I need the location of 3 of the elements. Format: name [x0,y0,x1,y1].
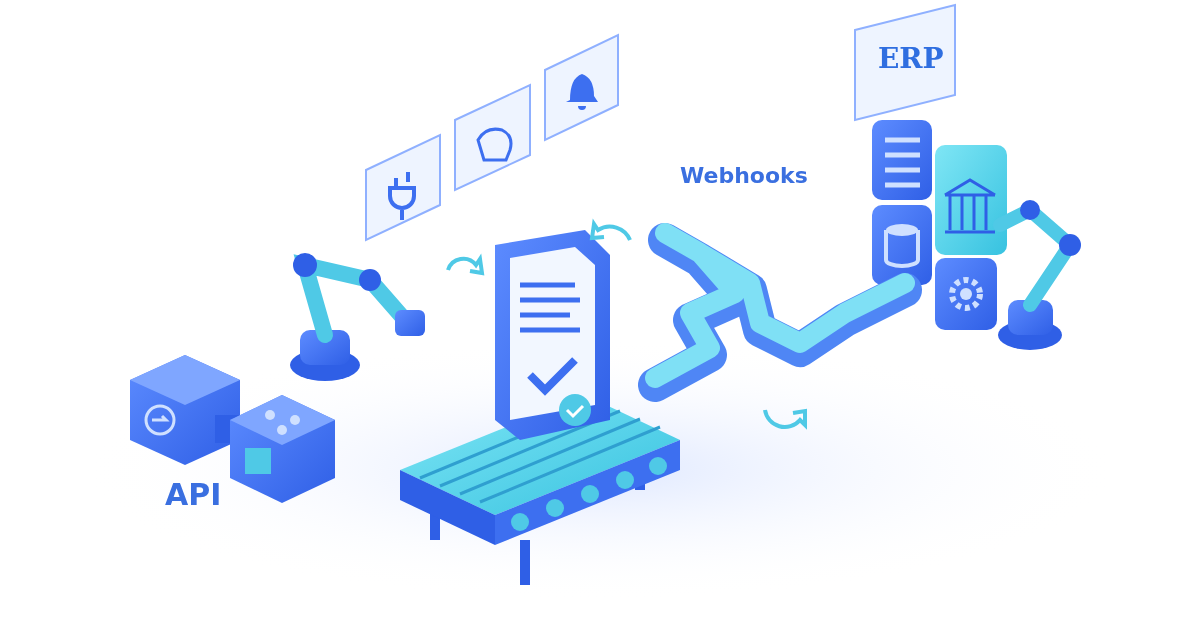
text-label: Webhooks [680,165,808,187]
text-label: ERP [878,45,944,73]
text-label: API [165,480,222,510]
